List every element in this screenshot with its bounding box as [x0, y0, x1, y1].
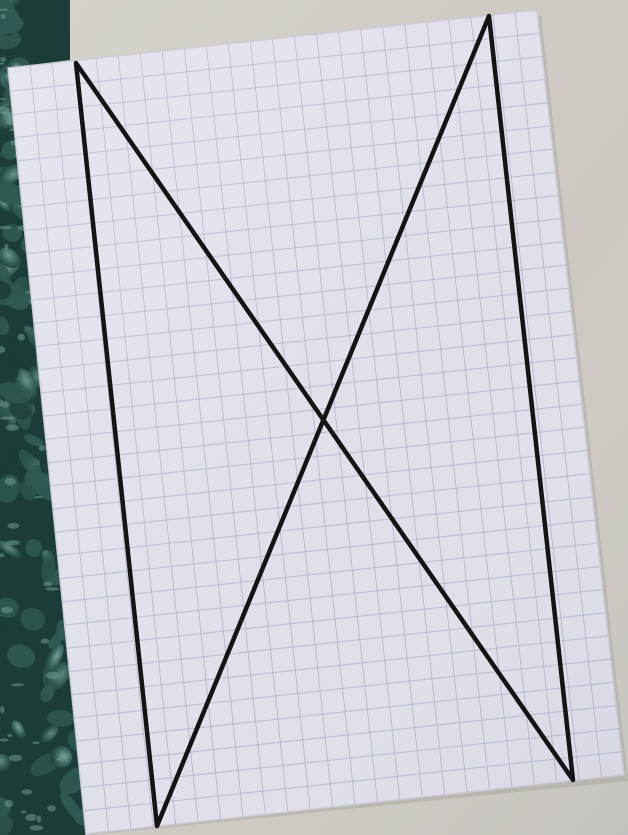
leaf-highlight [46, 672, 59, 680]
leaf-highlight [41, 639, 50, 644]
leaf-highlight [0, 416, 13, 419]
leaf-highlight [21, 810, 26, 813]
leaf-highlight [37, 816, 41, 823]
leaf-highlight [0, 706, 4, 714]
leaf-highlight [30, 825, 44, 830]
leaf-highlight [9, 755, 22, 762]
leaf-highlight [7, 734, 12, 737]
leaf-highlight [11, 683, 24, 686]
leaf-highlight [57, 758, 62, 761]
leaf-highlight [32, 742, 40, 745]
leaf-highlight [4, 800, 13, 807]
leaf-highlight [8, 523, 20, 529]
leaf-highlight [5, 478, 16, 486]
leaf-highlight [39, 445, 46, 451]
leaf-highlight [17, 334, 25, 341]
leaf-highlight [0, 57, 6, 62]
leaf-highlight [1, 607, 13, 614]
leaf-highlight [46, 587, 60, 590]
leaf-highlight [43, 582, 52, 587]
leaf-highlight [0, 98, 7, 100]
leaf-highlight [6, 540, 20, 545]
leaf-highlight [1, 14, 6, 19]
leaf-highlight [22, 789, 33, 794]
leaf-highlight [34, 496, 44, 498]
leaf-highlight [6, 425, 19, 431]
leaf-highlight [1, 401, 10, 408]
leaf-highlight [25, 814, 36, 821]
leaf-highlight [47, 805, 56, 811]
leaf-highlight [4, 244, 8, 250]
